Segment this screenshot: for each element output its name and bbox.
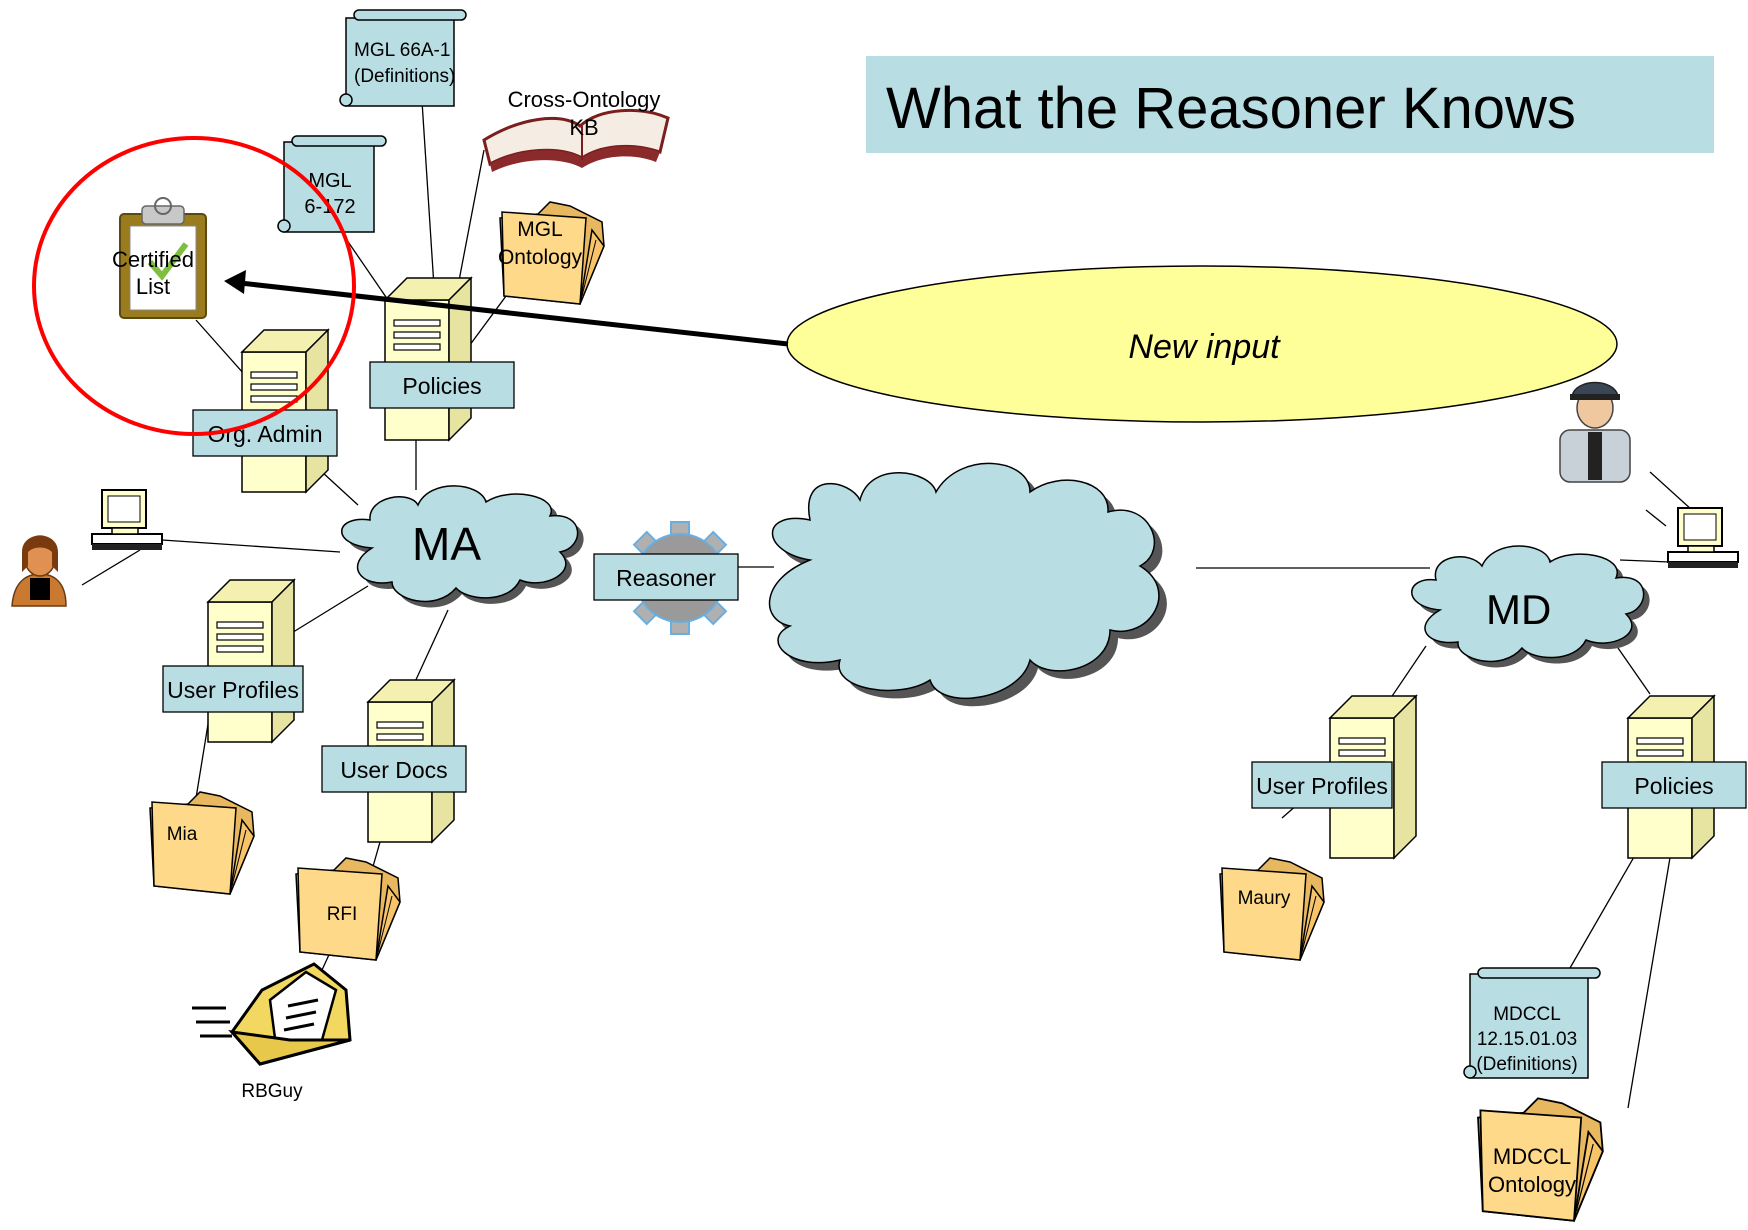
- book-icon: [482, 108, 670, 172]
- highlight-circle: [32, 136, 356, 436]
- mgl-66a-1-scroll: MGL 66A-1 (Definitions): [339, 9, 467, 107]
- svg-text:(Definitions): (Definitions): [354, 66, 455, 87]
- rfi-folder-label: RFI: [327, 904, 358, 925]
- svg-text:User Profiles: User Profiles: [1256, 773, 1388, 799]
- svg-text:User Profiles: User Profiles: [167, 677, 299, 703]
- title-box: [866, 56, 1714, 153]
- policies-label-ma: Policies: [369, 361, 515, 409]
- guard-icon: [1559, 381, 1631, 483]
- md-cloud-label: MD: [1486, 586, 1551, 633]
- user-profiles-label-ma: User Profiles: [162, 665, 304, 713]
- arrow-head-icon: [224, 270, 246, 294]
- svg-text:Policies: Policies: [1634, 773, 1713, 799]
- maury-folder-icon: [1219, 857, 1325, 961]
- mdccl-ontology-label-line1: MDCCL: [1493, 1144, 1571, 1169]
- new-input-arrow: [239, 280, 789, 347]
- mgl-ontology-label-line1: MGL: [517, 218, 563, 241]
- cross-ontology-label-line1: Cross-Ontology: [508, 87, 661, 112]
- svg-text:Reasoner: Reasoner: [616, 565, 716, 591]
- svg-text:MGL: MGL: [308, 170, 351, 192]
- ma-cloud: [341, 485, 584, 608]
- svg-text:(Definitions): (Definitions): [1476, 1054, 1577, 1075]
- mdccl-scroll: MDCCL 12.15.01.03 (Definitions): [1463, 967, 1601, 1079]
- user-profiles-label-md: User Profiles: [1251, 761, 1393, 809]
- svg-text:MGL 66A-1: MGL 66A-1: [354, 40, 450, 61]
- mia-folder-label: Mia: [167, 824, 198, 845]
- mia-folder-icon: [149, 791, 255, 895]
- computer-icon-right: [1667, 507, 1739, 569]
- clipboard-icon: [119, 197, 207, 319]
- svg-text:MDCCL: MDCCL: [1493, 1004, 1561, 1025]
- ma-cloud-label: MA: [412, 518, 481, 570]
- mdccl-ontology-label-line2: Ontology: [1488, 1172, 1576, 1197]
- maury-folder-label: Maury: [1238, 888, 1291, 909]
- svg-text:12.15.01.03: 12.15.01.03: [1477, 1029, 1577, 1050]
- certified-list-label-line1: Certified: [112, 247, 194, 272]
- envelope-label: RBGuy: [241, 1081, 303, 1102]
- mgl-ontology-label-line2: Ontology: [498, 246, 583, 269]
- svg-text:Org. Admin: Org. Admin: [207, 421, 322, 447]
- user-profiles-server-ma: [207, 579, 295, 743]
- user-avatar-icon: [11, 535, 67, 607]
- computer-icon-left: [91, 489, 163, 551]
- user-docs-label: User Docs: [321, 745, 467, 793]
- page-title: What the Reasoner Knows: [886, 76, 1576, 141]
- internet-cloud: [768, 462, 1167, 707]
- svg-text:Policies: Policies: [402, 373, 481, 399]
- svg-text:User Docs: User Docs: [340, 757, 447, 783]
- reasoner-label: Reasoner: [593, 553, 739, 601]
- md-cloud: [1411, 545, 1650, 668]
- policies-label-md: Policies: [1601, 761, 1747, 809]
- cross-ontology-label-line2: KB: [569, 115, 598, 140]
- envelope-icon: [192, 962, 352, 1066]
- certified-list-label-line2: List: [136, 274, 170, 299]
- new-input-label: New input: [1128, 328, 1281, 366]
- mgl-6-172-scroll: MGL 6-172: [277, 135, 387, 233]
